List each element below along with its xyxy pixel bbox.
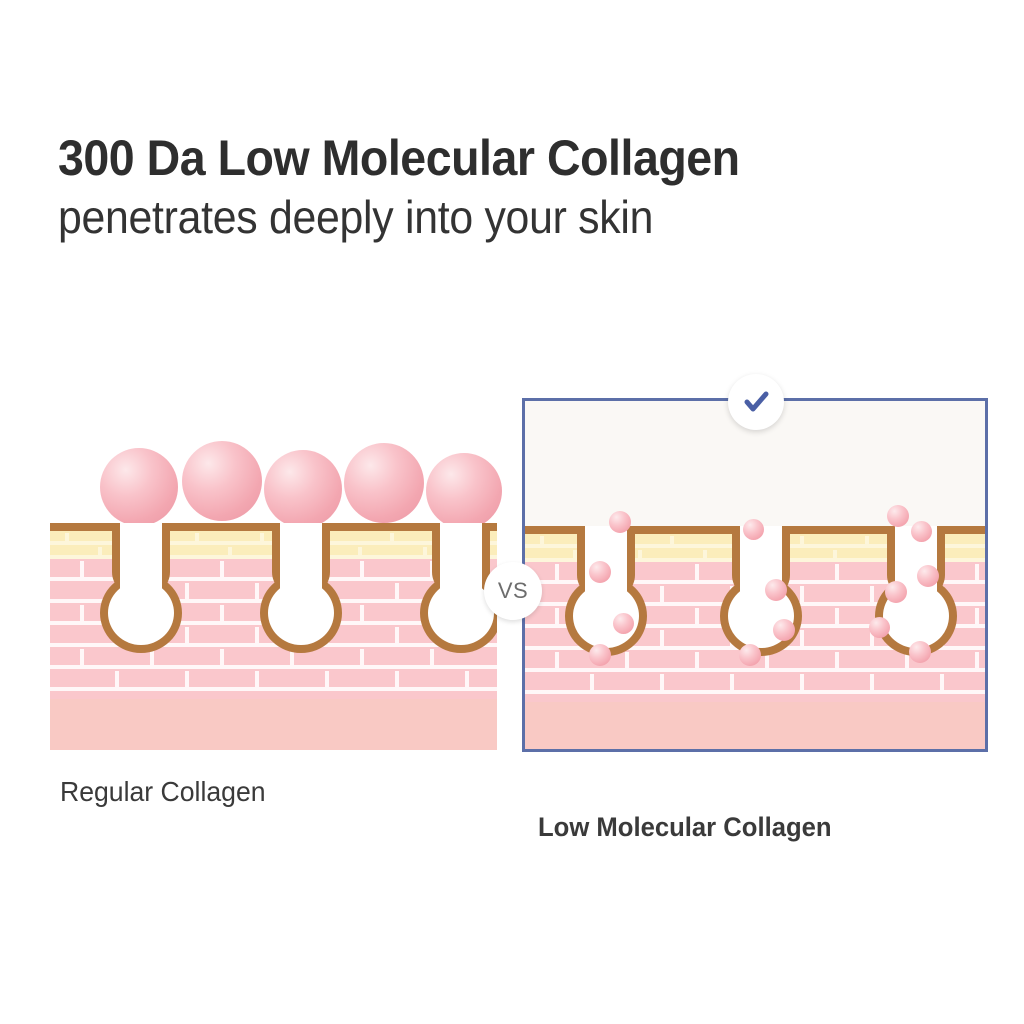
collagen-molecule [182, 441, 262, 521]
collagen-particle [885, 581, 907, 603]
caption-regular-collagen: Regular Collagen [60, 776, 266, 807]
collagen-particle [739, 644, 761, 666]
collagen-particle [887, 505, 909, 527]
skin-layer-hypodermis [50, 699, 497, 750]
collagen-molecule [100, 448, 178, 526]
collagen-particle [909, 641, 931, 663]
vs-badge: VS [484, 562, 542, 620]
pore-lumen [120, 567, 162, 593]
vs-label: VS [497, 578, 529, 603]
pore-lumen [440, 567, 482, 593]
collagen-particle [613, 613, 634, 634]
skin-cross-section [525, 526, 985, 749]
collagen-molecule [344, 443, 424, 523]
headline-block: 300 Da Low Molecular Collagen penetrates… [58, 132, 958, 244]
skin-layer-hypodermis [525, 702, 985, 749]
collagen-particle [589, 644, 611, 666]
collagen-particle [773, 619, 795, 641]
collagen-particle [589, 561, 611, 583]
collagen-particle [917, 565, 939, 587]
panel-regular-collagen [50, 398, 502, 750]
collagen-particle [609, 511, 631, 533]
headline-primary: 300 Da Low Molecular Collagen [58, 130, 740, 186]
check-icon [744, 391, 769, 412]
check-badge [728, 374, 784, 430]
collagen-molecule [426, 453, 502, 529]
collagen-particle [911, 521, 932, 542]
collagen-molecule [264, 450, 342, 528]
headline-secondary: penetrates deeply into your skin [58, 191, 654, 243]
pore-lumen [280, 567, 322, 593]
collagen-particle [743, 519, 764, 540]
caption-low-molecular-collagen: Low Molecular Collagen [538, 812, 832, 842]
collagen-particle [869, 617, 890, 638]
skin-cross-section [50, 523, 497, 750]
collagen-particle [765, 579, 787, 601]
panel-low-molecular-collagen [522, 398, 988, 752]
